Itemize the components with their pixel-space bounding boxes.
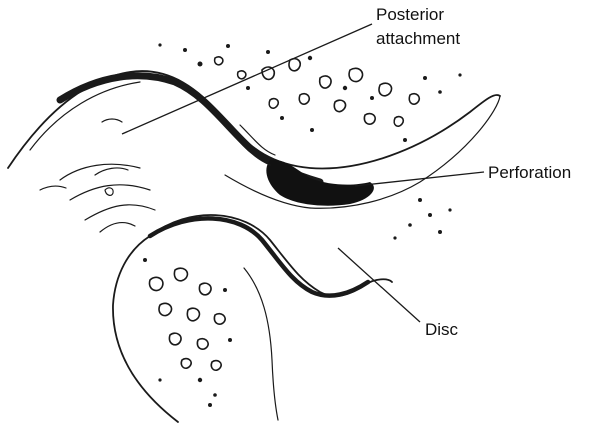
perforation-label: Perforation (488, 163, 571, 182)
perforation-leader (355, 172, 484, 186)
disc-leader (338, 248, 420, 322)
mandibular-condyle (113, 215, 392, 422)
posterior-attachment-fibres (40, 119, 155, 232)
anterior-specks (393, 198, 451, 240)
temporal-bone-texture (158, 43, 461, 142)
perforation-region (266, 160, 374, 206)
posterior-attachment-label-line1: Posterior (376, 5, 444, 24)
condyle-bone-texture (143, 258, 232, 407)
disc-label: Disc (425, 320, 459, 339)
posterior-attachment-label-line2: attachment (376, 29, 460, 48)
